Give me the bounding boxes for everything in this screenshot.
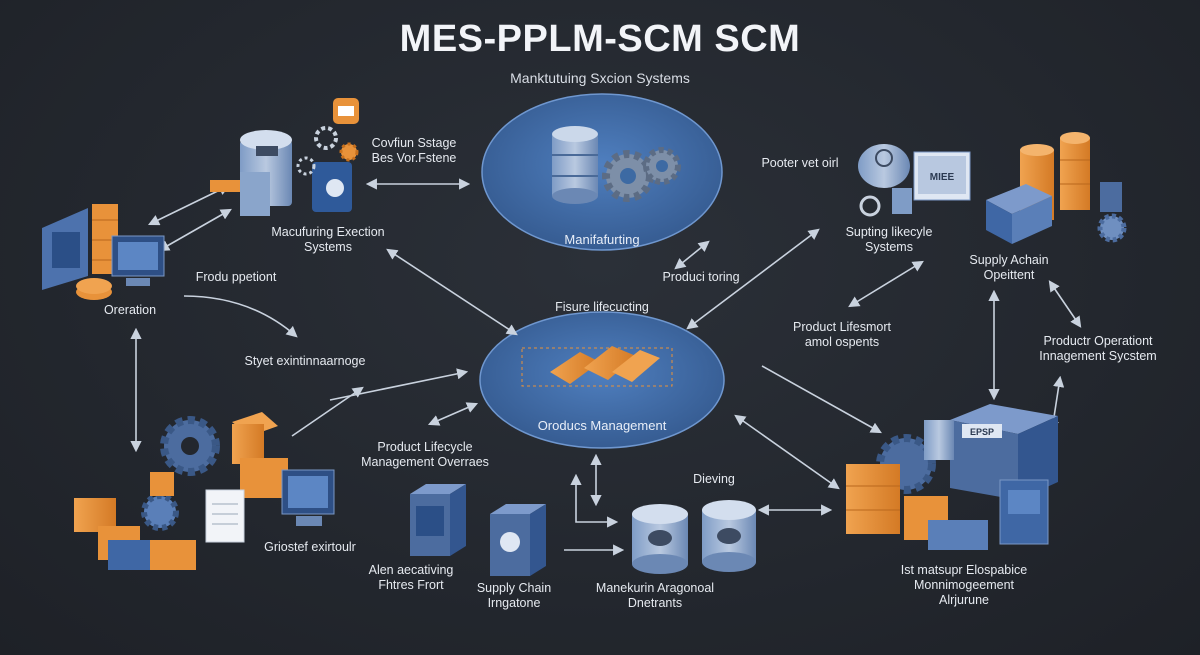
supply-cube-icon: [410, 484, 546, 576]
right-factory-icon: [846, 404, 1058, 550]
mes-tag-line-1: Covfiun Sstage: [371, 136, 457, 150]
hub-manufacturing-label: Manifafurting: [564, 232, 640, 247]
orange-badge-icon: [333, 98, 359, 124]
supply-chain-op-label: Supply Achain Opeittent: [954, 253, 1064, 283]
product-lifesmort-line-1: Product Lifesmort: [793, 320, 891, 334]
mes-system-line-2: Systems: [304, 240, 352, 254]
product-operation-line-2: Innagement Sycstem: [1039, 349, 1157, 363]
supply-chain-op-line-2: Opeittent: [983, 268, 1035, 282]
product-operation-label: Productr Operationt Innagement Sycstem: [1030, 334, 1166, 364]
mes-system-line-1: Macufuring Exection: [271, 225, 385, 239]
supply-chain-integ-line-2: Irngatone: [487, 596, 541, 610]
monitor-tag-text: MIEE: [930, 172, 955, 183]
pooter-label: Pooter vet oirl: [761, 156, 839, 170]
alen-line-1: Alen aecativing: [368, 563, 454, 577]
arrow-curve: [183, 295, 298, 338]
connector-arrows: [130, 178, 1082, 528]
supting-line-2: Systems: [865, 240, 913, 254]
supply-chain-integ-label: Supply Chain Irngatone: [466, 581, 562, 611]
hub-product-management-label: Oroducs Management: [537, 418, 667, 433]
manekurin-label: Manekurin Aragonoal Dnetrants: [580, 581, 730, 611]
hub-product-management: [479, 311, 725, 449]
operation-label: Oreration: [103, 303, 157, 317]
ist-matsupr-label: Ist matsupr Elospabice Monnimogeement Al…: [884, 563, 1044, 608]
mes-tag-label: Covfiun Sstage Bes Vor.Fstene: [364, 136, 464, 166]
supply-box-icon: [986, 182, 1127, 244]
product-blocks-icon: [521, 346, 673, 387]
product-toring-label: Produci toring: [662, 270, 740, 284]
ist-matsupr-line-2: Monnimogeement: [913, 578, 1015, 592]
product-operation-line-1: Productr Operationt: [1043, 334, 1153, 348]
fisure-label: Fisure lifecucting: [555, 300, 649, 314]
manekurin-line-2: Dnetrants: [627, 596, 683, 610]
box-tag-text: EPSP: [970, 427, 994, 437]
manekurin-line-1: Manekurin Aragonoal: [595, 581, 715, 595]
frodu-label: Frodu ppetiont: [195, 270, 277, 284]
supting-line-1: Supting likecyle: [845, 225, 933, 239]
hub-manufacturing: [481, 93, 723, 251]
mes-server-icon: [240, 130, 352, 216]
gear-small-icon: [296, 126, 359, 176]
supply-chain-integ-line-1: Supply Chain: [476, 581, 552, 595]
supply-chain-op-line-1: Supply Achain: [969, 253, 1049, 267]
diagram-title: MES-PPLM-SCM SCM: [399, 18, 801, 60]
supting-label: Supting likecyle Systems: [824, 225, 954, 255]
orange-cable-icon: [210, 180, 240, 192]
ist-matsupr-line-3: Alrjurune: [938, 593, 990, 607]
styet-label: Styet exintinnaarnoge: [244, 354, 366, 368]
product-lifesmort-label: Product Lifesmort amol ospents: [774, 320, 910, 350]
grioster-label: Griostef exirtoulr: [264, 540, 356, 554]
plm-overtaes-line-1: Product Lifecycle: [377, 440, 473, 454]
right-server-icon: [858, 144, 971, 217]
product-lifesmort-line-2: amol ospents: [804, 335, 880, 349]
diagram-subtitle: Manktutuing Sxcion Systems: [510, 70, 690, 86]
plm-overtaes-line-2: Management Overraes: [361, 455, 489, 469]
arrow-to-plm: [291, 386, 364, 437]
alen-line-2: Fhtres Frort: [378, 578, 444, 592]
gear-icon: [602, 147, 681, 202]
arrow-to-right: [761, 365, 882, 434]
mes-system-label: Macufuring Exection Systems: [258, 225, 398, 255]
workstation-icon: [42, 204, 165, 300]
alen-label: Alen aecativing Fhtres Frort: [356, 563, 466, 593]
dieving-label: Dieving: [693, 472, 735, 486]
database-pair-icon: [632, 500, 756, 574]
factory-gears-icon: [74, 412, 335, 570]
box-tag-plate: [962, 424, 1002, 438]
mes-tag-line-2: Bes Vor.Fstene: [371, 151, 457, 165]
plm-overtaes-label: Product Lifecycle Management Overraes: [350, 440, 500, 470]
database-icon: [552, 126, 598, 204]
ist-matsupr-line-1: Ist matsupr Elospabice: [900, 563, 1028, 577]
